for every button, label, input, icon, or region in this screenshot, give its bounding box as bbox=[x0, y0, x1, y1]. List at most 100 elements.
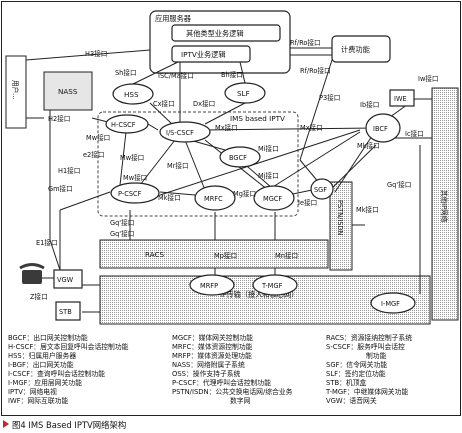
mgcf-label: MGCF bbox=[263, 195, 282, 203]
charging-box bbox=[331, 35, 391, 63]
mgcf-node bbox=[253, 185, 295, 211]
h-cscf-label: H-CSCF bbox=[111, 121, 136, 129]
legend-item: P-CSCF：代理呼叫会话控制功能 bbox=[172, 378, 271, 387]
legend-item: I-CSCF：查询呼叫会话控制功能 bbox=[8, 369, 105, 378]
iface-mk-2: Mk接口 bbox=[357, 141, 380, 150]
iface-bh: Bh接口 bbox=[221, 70, 243, 79]
iptv-service-logic-label: IPTV业务逻辑 bbox=[181, 50, 226, 59]
iface-mn: Mn接口 bbox=[275, 251, 298, 260]
iface-h3: H3接口 bbox=[85, 49, 107, 58]
iface-mk: Mk接口 bbox=[158, 193, 181, 202]
iface-e1: E1接口 bbox=[36, 238, 58, 247]
charging-label: 计费功能 bbox=[341, 45, 370, 54]
iface-mp: Mp接口 bbox=[214, 251, 237, 260]
legend-item: 制功能 bbox=[366, 351, 387, 360]
t-mgf-node bbox=[252, 274, 298, 296]
legend-item: T-MGF：中继媒体网关功能 bbox=[325, 387, 408, 396]
iface-cx: Cx接口 bbox=[153, 99, 175, 108]
iface-rf-ro-2: Rf/Ro接口 bbox=[300, 66, 331, 75]
other-ip-network-box bbox=[431, 87, 459, 321]
hss-label: HSS bbox=[124, 90, 139, 99]
sgf-node bbox=[310, 178, 334, 200]
slf-label: SLF bbox=[237, 89, 250, 98]
legend-column-1: BGCF：出口网关控制功能 H-CSCF：居文本回复呼叫会话控制功能 HSS：归… bbox=[8, 333, 129, 405]
iface-mg: Mg接口 bbox=[233, 189, 256, 198]
stb-label: STB bbox=[59, 308, 72, 316]
pstn-label: PSTN/ISDN bbox=[336, 200, 344, 236]
iface-mw-2: Mw接口 bbox=[120, 153, 144, 162]
legend-item: HSS：归属用户服务器 bbox=[8, 351, 76, 360]
iwe-label: IWE bbox=[394, 95, 407, 103]
iface-h2: H2接口 bbox=[48, 114, 70, 123]
iface-mi: Mi接口 bbox=[258, 144, 279, 153]
p-cscf-label: P-CSCF bbox=[118, 190, 142, 198]
ims-iptv-region bbox=[97, 111, 299, 217]
other-ip-network-label: 其他IP网络 bbox=[440, 190, 449, 223]
nass-label: NASS bbox=[58, 87, 78, 96]
iface-ie: Ie接口 bbox=[298, 198, 317, 207]
mrfp-node bbox=[189, 274, 235, 296]
iface-h1: H1接口 bbox=[58, 166, 80, 175]
legend-item: SGF：信令网关功能 bbox=[326, 360, 387, 369]
racs-label: RACS bbox=[145, 250, 165, 259]
iface-mx-1: Mx接口 bbox=[215, 123, 238, 132]
iface-mj: Mj接口 bbox=[258, 171, 279, 180]
legend-column-2: MGCF：媒体网关控制功能 MRFC：媒体资源控制功能 MRFP：媒体资源处理功… bbox=[172, 333, 293, 405]
iface-rf-ro-1: Rf/Ro接口 bbox=[290, 38, 321, 47]
legend-item: RACS：资源接纳控制子系统 bbox=[326, 333, 412, 342]
vgw-label: VGW bbox=[57, 276, 74, 284]
legend-item: MRFP：媒体资源处理功能 bbox=[172, 351, 252, 360]
iface-iw: Iw接口 bbox=[418, 74, 439, 83]
iface-mw-1: Mw接口 bbox=[86, 133, 110, 142]
iface-p3: P3接口 bbox=[319, 93, 340, 102]
stb-box bbox=[55, 301, 81, 321]
iface-z: Z接口 bbox=[30, 292, 48, 301]
legend-item: 数字网 bbox=[230, 396, 251, 405]
transport-label: IP传输（接入和核心网） bbox=[220, 290, 298, 299]
legend-item: OSS：操作支持子系统 bbox=[172, 369, 241, 378]
iptv-service-logic-box bbox=[171, 45, 251, 63]
racs-band bbox=[99, 239, 329, 269]
iface-sh: Sh接口 bbox=[115, 68, 137, 77]
iface-mr: Mr接口 bbox=[167, 161, 189, 170]
vgw-box bbox=[53, 269, 83, 289]
iface-isc-ma: ISC/Ma接口 bbox=[158, 71, 194, 80]
nass-box bbox=[43, 71, 93, 111]
caption-marker-icon bbox=[3, 420, 9, 428]
interface-labels: H3接口 Sh接口 ISC/Ma接口 Bh接口 Rf/Ro接口 Rf/Ro接口 … bbox=[30, 38, 439, 301]
figure-caption: 图4 IMS Based IPTV网络架构 bbox=[12, 420, 126, 430]
mrfc-node bbox=[194, 185, 236, 211]
p-cscf-node bbox=[110, 182, 160, 204]
left-user-box bbox=[5, 55, 27, 129]
i-mgf-node bbox=[370, 292, 416, 314]
iwe-box bbox=[389, 89, 415, 107]
app-server-title: 应用服务器 bbox=[155, 14, 191, 23]
sgf-label: SGF bbox=[314, 186, 327, 194]
iface-mk-3: Mk接口 bbox=[356, 205, 379, 214]
legend-item: PSTN/ISDN：公共交换电话网/综合业务 bbox=[172, 387, 293, 396]
ims-iptv-label: IMS based IPTV bbox=[230, 114, 285, 123]
legend-item: I-BGF：出口网关功能 bbox=[8, 360, 74, 369]
iface-ic: Ic接口 bbox=[405, 129, 424, 138]
iface-mx-2: Mx接口 bbox=[300, 123, 323, 132]
legend-item: BGCF：出口网关控制功能 bbox=[8, 333, 88, 342]
iface-gq-2: Gq'接口 bbox=[110, 229, 134, 238]
i-mgf-label: I-MGF bbox=[381, 300, 400, 308]
legend-item: MRFC：媒体资源控制功能 bbox=[172, 342, 253, 351]
h-cscf-node bbox=[105, 114, 149, 134]
ibcf-node bbox=[365, 113, 401, 143]
legend-item: MGCF：媒体网关控制功能 bbox=[172, 333, 253, 342]
iface-e2: e2接口 bbox=[83, 150, 104, 159]
iface-gq-1: Gq'接口 bbox=[110, 218, 134, 227]
legend-item: S-CSCF：服务呼叫会话控 bbox=[326, 342, 405, 351]
legend-item: SLF：签约定位功能 bbox=[326, 369, 386, 378]
iface-gq-3: Gq'接口 bbox=[387, 180, 411, 189]
telephone-icon bbox=[19, 263, 54, 284]
iface-ib: Ib接口 bbox=[360, 100, 379, 109]
other-service-logic-box bbox=[171, 24, 281, 42]
iface-gm: Gm接口 bbox=[48, 184, 73, 193]
legend-item: IWF：网际互联功能 bbox=[8, 396, 68, 405]
pstn-box bbox=[329, 181, 353, 271]
